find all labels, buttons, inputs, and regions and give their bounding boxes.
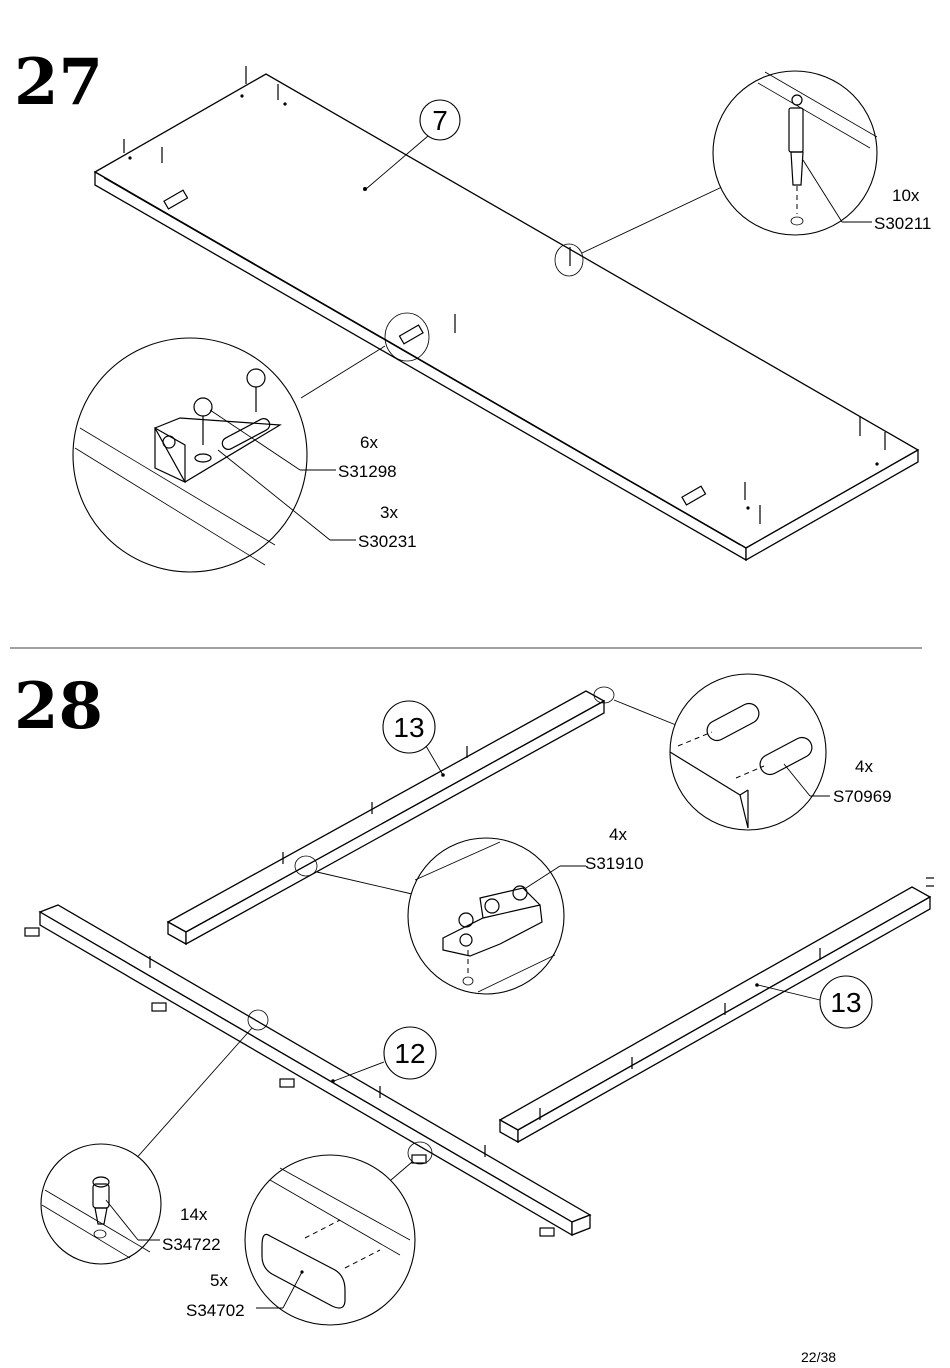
panel-7 <box>93 73 920 562</box>
detail-glide: 5x S34702 <box>186 1154 416 1326</box>
part-13-upper-callout: 13 <box>382 700 444 776</box>
part-13-lower-label: 13 <box>830 987 861 1018</box>
detail-bracket: 6x S31298 3x S30231 <box>72 312 430 573</box>
step-28: 28 13 <box>14 669 934 1326</box>
code-s31910: S31910 <box>585 854 644 873</box>
code-s30211: S30211 <box>874 214 931 233</box>
code-s31298: S31298 <box>338 462 397 481</box>
qty-s30231: 3x <box>380 503 398 522</box>
brackets-on-panel <box>163 189 707 506</box>
part-13-lower-callout: 13 <box>757 975 873 1029</box>
code-s34702: S34702 <box>186 1301 245 1320</box>
qty-s34722: 14x <box>180 1205 208 1224</box>
part-12-callout: 12 <box>333 1026 437 1082</box>
detail-cam-bolt-small: 14x S34722 <box>40 1027 253 1265</box>
step-27-number: 27 <box>14 45 103 120</box>
code-s34722: S34722 <box>162 1235 221 1254</box>
part-7-label: 7 <box>432 105 448 136</box>
cam-bolts-on-panel <box>123 66 886 524</box>
page-number: 22/38 <box>801 1349 836 1365</box>
qty-s31910: 4x <box>609 825 627 844</box>
detail-dowels: 4x S70969 <box>613 673 892 831</box>
code-s70969: S70969 <box>833 787 892 806</box>
detail-connector: 4x S31910 <box>316 825 644 995</box>
part-7-callout: 7 <box>365 99 461 190</box>
code-s30231: S30231 <box>358 532 417 551</box>
rail-13-lower <box>498 877 934 1144</box>
qty-s34702: 5x <box>210 1271 228 1290</box>
part-12-label: 12 <box>394 1038 425 1069</box>
detail-cam-bolt: 10x S30211 <box>554 70 931 277</box>
qty-s70969: 4x <box>855 757 873 776</box>
qty-s30211: 10x <box>892 186 920 205</box>
step-28-number: 28 <box>14 669 103 744</box>
step-27: 27 <box>14 45 931 573</box>
rail-13-upper <box>166 686 615 946</box>
qty-s31298: 6x <box>360 433 378 452</box>
rail-12 <box>24 904 592 1237</box>
part-13-upper-label: 13 <box>393 712 424 743</box>
